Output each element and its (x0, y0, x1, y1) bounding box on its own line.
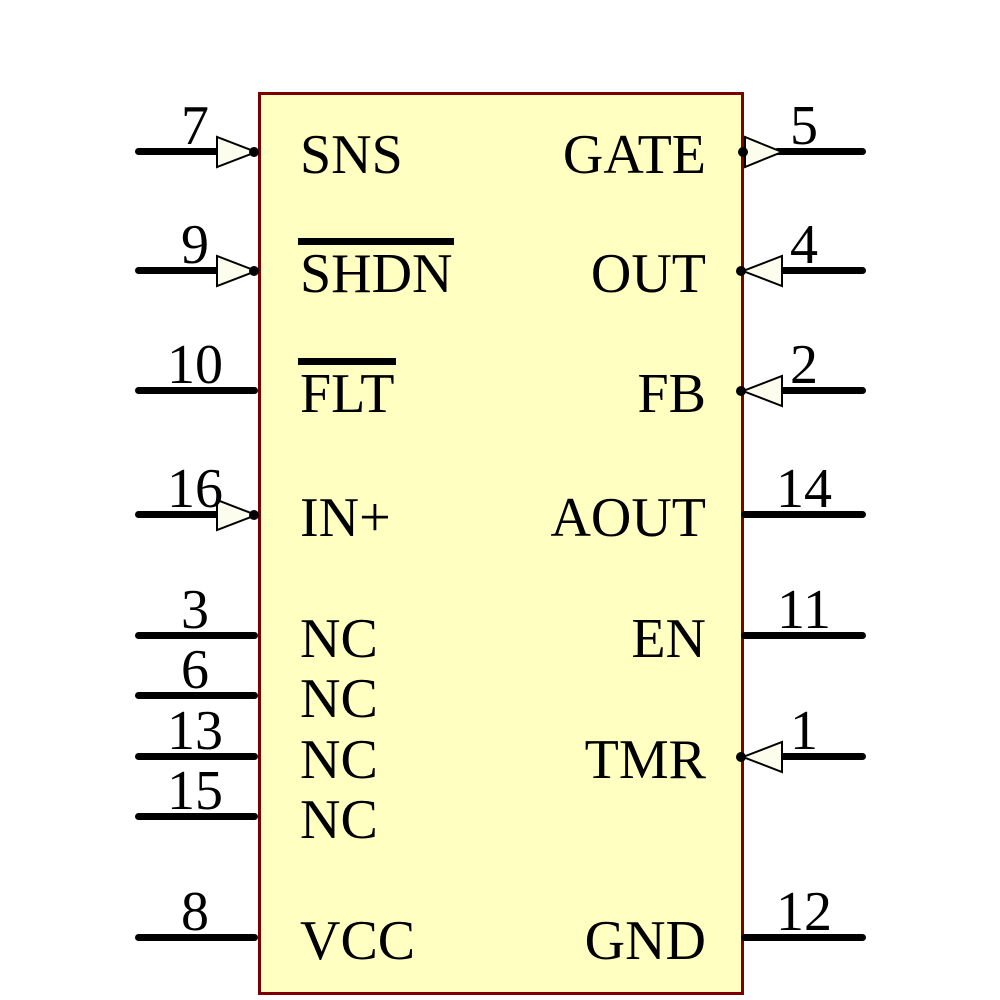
pin-label: SHDN (297, 238, 455, 305)
pin-number: 10 (167, 334, 223, 396)
pin-number: 15 (167, 760, 223, 822)
pin-label: VCC (300, 910, 416, 972)
pin-junction-dot (736, 386, 746, 396)
input-arrow-icon (740, 740, 783, 774)
pin-number: 9 (181, 214, 209, 276)
pin-junction-dot (736, 752, 746, 762)
pin-label: NC (300, 789, 378, 851)
pin-label: TMR (584, 729, 706, 791)
pin-junction-dot (249, 510, 259, 520)
input-arrow-icon (740, 374, 783, 408)
pin-wire (741, 934, 866, 941)
pin-label: FLT (297, 358, 397, 425)
pin-wire (135, 813, 258, 820)
pin-number: 6 (181, 639, 209, 701)
pin-number: 14 (776, 458, 832, 520)
pin-number: 2 (790, 334, 818, 396)
pin-number: 11 (777, 579, 831, 641)
pin-wire (774, 148, 866, 155)
pin-wire (135, 934, 258, 941)
pin-wire (741, 511, 866, 518)
pin-wire (135, 267, 222, 274)
pin-wire (135, 511, 222, 518)
pin-wire (777, 387, 866, 394)
pin-number: 16 (167, 458, 223, 520)
pin-number: 1 (790, 700, 818, 762)
pin-wire (135, 692, 258, 699)
pin-label: NC (300, 668, 378, 730)
input-arrow-icon (216, 135, 259, 169)
pin-label: AOUT (550, 487, 706, 549)
pin-number: 7 (181, 95, 209, 157)
pin-label: IN+ (300, 487, 391, 549)
pin-number: 8 (181, 881, 209, 943)
pin-wire (741, 632, 866, 639)
pin-number: 13 (167, 700, 223, 762)
pin-number: 5 (790, 95, 818, 157)
pin-junction-dot (738, 147, 748, 157)
pin-wire (777, 753, 866, 760)
pin-wire (135, 387, 258, 394)
pin-wire (135, 148, 222, 155)
pin-number: 3 (181, 579, 209, 641)
pin-label: NC (300, 729, 378, 791)
pin-label: EN (631, 608, 706, 670)
pin-wire (135, 753, 258, 760)
pin-label: SNS (300, 124, 403, 186)
pin-label: FB (637, 363, 707, 425)
pin-label: GND (584, 910, 706, 972)
pin-number: 12 (776, 881, 832, 943)
pin-number: 4 (790, 214, 818, 276)
pin-junction-dot (249, 147, 259, 157)
pin-wire (135, 632, 258, 639)
pin-wire (777, 267, 866, 274)
pin-label: NC (300, 608, 378, 670)
pin-junction-dot (249, 266, 259, 276)
input-arrow-icon (740, 254, 783, 288)
pin-junction-dot (736, 266, 746, 276)
input-arrow-icon (216, 498, 259, 532)
input-arrow-icon (216, 254, 259, 288)
pin-label: GATE (562, 124, 706, 186)
pin-label: OUT (590, 243, 706, 305)
